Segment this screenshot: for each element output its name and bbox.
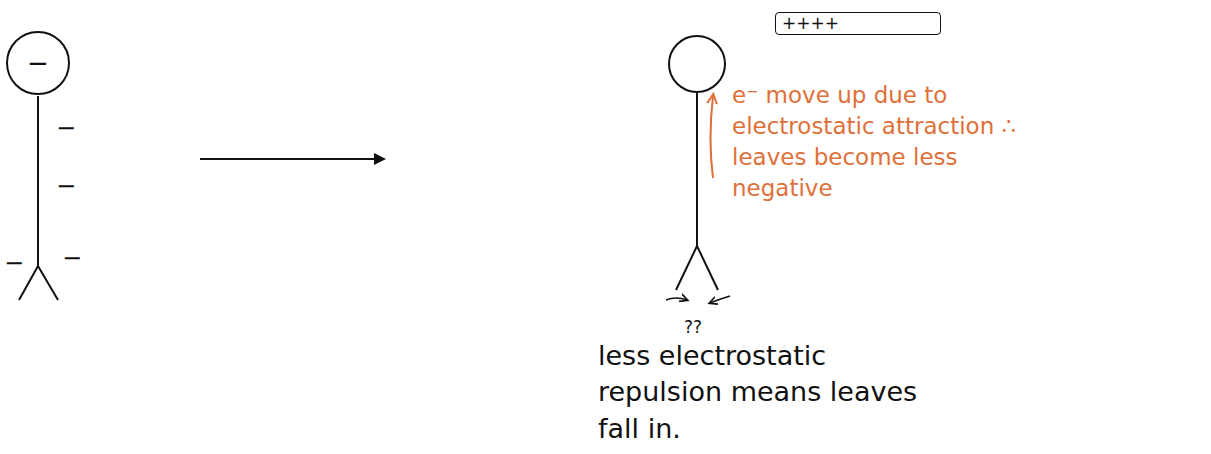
leaves — [19, 266, 58, 300]
motion-arrow — [666, 298, 687, 300]
charge-mark: − — [27, 50, 49, 76]
annotation-note: e⁻ move up due to electrostatic attracti… — [732, 80, 1062, 204]
charge-mark: − — [56, 112, 80, 144]
charge-label: ++++ — [782, 15, 839, 32]
charge-mark: − — [4, 247, 28, 279]
charge-mark: − — [62, 242, 86, 274]
knob-circle — [7, 32, 69, 94]
charged-rod: ++++ — [775, 12, 941, 35]
motion-arrow — [710, 296, 730, 303]
question-mark: ?? — [684, 316, 724, 339]
electroscope-knob: − — [6, 31, 70, 95]
explanation-note: less electrostatic repulsion means leave… — [598, 338, 948, 447]
leaves — [676, 246, 718, 290]
process-arrow — [200, 158, 384, 160]
stem — [37, 96, 39, 266]
stem — [696, 92, 698, 246]
charge-mark: − — [56, 170, 80, 202]
electron-flow-arrow — [711, 96, 714, 178]
electroscope-knob — [669, 36, 725, 92]
